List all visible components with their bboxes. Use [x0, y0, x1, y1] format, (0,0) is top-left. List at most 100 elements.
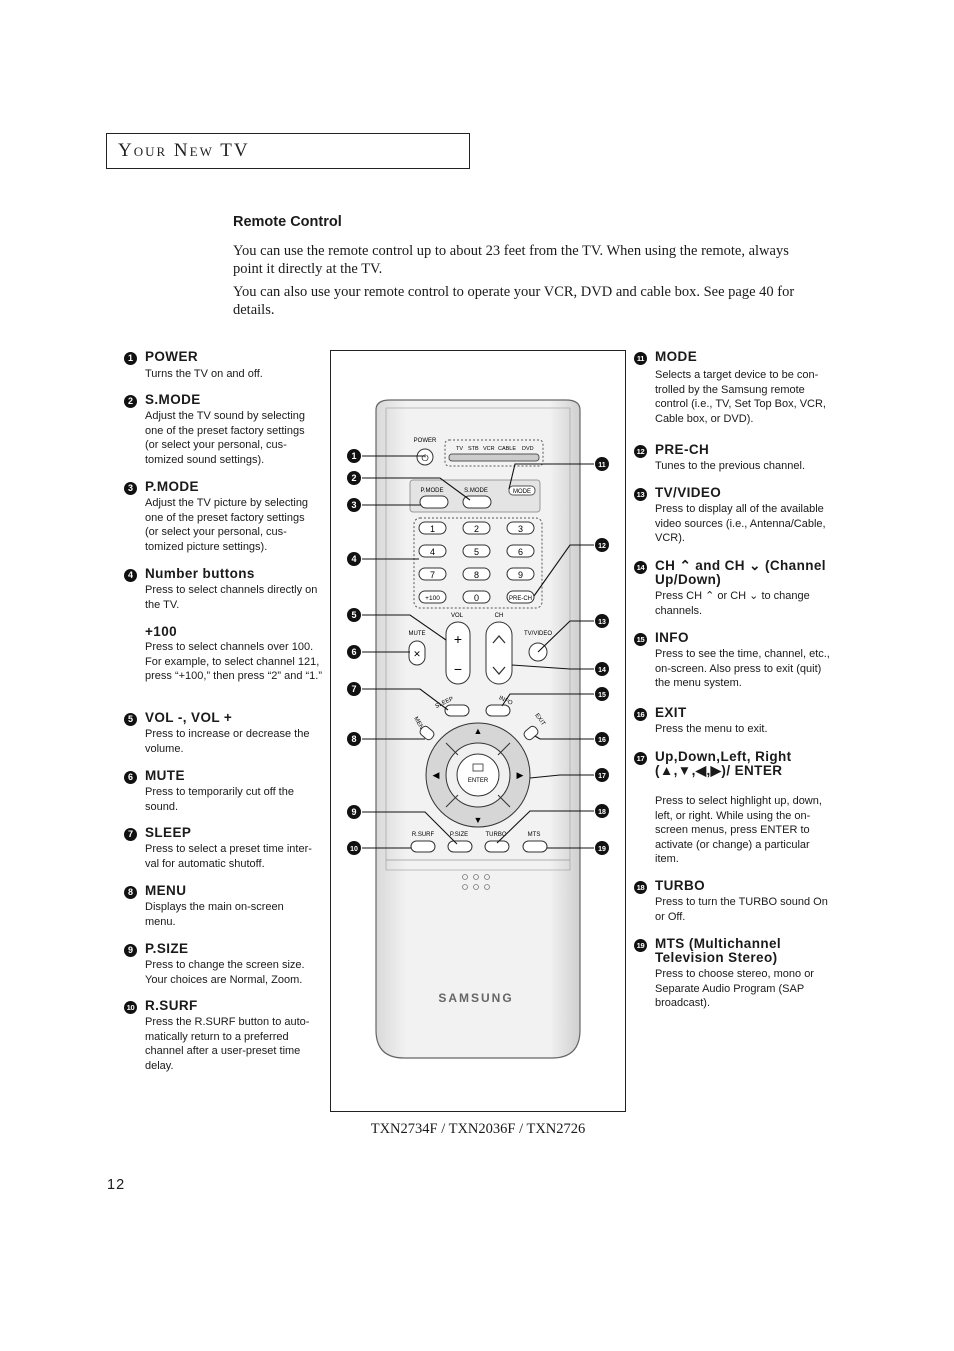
- key-2-label: 2: [474, 524, 479, 534]
- callout-18: 18: [598, 809, 606, 816]
- menu-button[interactable]: [418, 725, 435, 742]
- key-1-button[interactable]: [418, 521, 447, 535]
- callout-2: 2: [351, 473, 356, 483]
- exit-button[interactable]: [522, 725, 539, 742]
- key-8-label: 8: [474, 570, 479, 580]
- intro-paragraph-2: You can also use your remote control to …: [233, 284, 795, 318]
- item-description: Press to see the time, channel, etc., on…: [655, 648, 830, 689]
- plus100-title: +100: [145, 624, 178, 639]
- key-4-label: 4: [430, 547, 435, 557]
- callout-13: 13: [598, 619, 606, 626]
- page-heading: Remote Control: [233, 214, 342, 230]
- key-7-button[interactable]: [418, 567, 447, 581]
- callout-number: 13: [634, 488, 647, 501]
- key-0-button[interactable]: [462, 590, 491, 604]
- pmode-label: P.MODE: [421, 488, 444, 494]
- remote-control-illustration: ⏻ POWER TV STB VCR CABLE DVD P.MODE S.MO…: [347, 399, 609, 1059]
- item-title: Number buttons: [145, 566, 255, 581]
- vol-up-icon: +: [454, 631, 462, 647]
- mode-dvd-label: DVD: [522, 446, 534, 452]
- callout-number: 11: [634, 352, 647, 365]
- mode-button[interactable]: [508, 485, 536, 496]
- item-description: Adjust the TV picture by selecting one o…: [145, 497, 309, 553]
- callout-number: 9: [124, 944, 137, 957]
- key-9-label: 9: [518, 570, 523, 580]
- vol-label: VOL: [451, 613, 464, 619]
- plus100-button[interactable]: [418, 590, 447, 604]
- callout-number: 2: [124, 395, 137, 408]
- mode-indicator-bar: [448, 453, 540, 462]
- item-title: P.SIZE: [145, 941, 189, 956]
- key-1-label: 1: [430, 524, 435, 534]
- key-9-button[interactable]: [506, 567, 535, 581]
- item-description: Displays the main on-screen menu.: [145, 901, 284, 928]
- ch-label: CH: [495, 613, 504, 619]
- callout-1: 1: [351, 451, 356, 461]
- key-5-label: 5: [474, 547, 479, 557]
- callout-number: 1: [124, 352, 137, 365]
- turbo-button[interactable]: [484, 840, 510, 853]
- channel-rocker[interactable]: [485, 621, 513, 685]
- item-title: R.SURF: [145, 998, 198, 1013]
- mode-tv-label: TV: [456, 446, 463, 452]
- key-2-button[interactable]: [462, 521, 491, 535]
- item-title: POWER: [145, 349, 199, 364]
- pmode-button[interactable]: [419, 495, 449, 509]
- key-6-label: 6: [518, 547, 523, 557]
- item-description: Turns the TV on and off.: [145, 368, 263, 380]
- key-8-button[interactable]: [462, 567, 491, 581]
- info-button[interactable]: [485, 704, 511, 717]
- mode-vcr-label: VCR: [483, 446, 495, 452]
- enter-button[interactable]: [456, 753, 500, 797]
- key-0-label: 0: [474, 593, 479, 603]
- item-description: Press the menu to exit.: [655, 723, 768, 735]
- rsurf-button[interactable]: [410, 840, 436, 853]
- key-3-button[interactable]: [506, 521, 535, 535]
- power-icon: ⏻: [421, 453, 428, 463]
- smode-label: S.MODE: [464, 488, 488, 494]
- mts-button[interactable]: [522, 840, 548, 853]
- callout-5: 5: [351, 610, 356, 620]
- item-title: MODE: [655, 349, 698, 364]
- callout-number: 8: [124, 886, 137, 899]
- volume-rocker[interactable]: [445, 621, 471, 685]
- callout-number: 14: [634, 561, 647, 574]
- key-5-button[interactable]: [462, 544, 491, 558]
- psize-button[interactable]: [447, 840, 473, 853]
- callout-12: 12: [598, 543, 606, 550]
- prech-button[interactable]: [506, 590, 535, 604]
- samsung-logo: SAMSUNG: [438, 991, 513, 1005]
- mts-label: MTS: [528, 832, 541, 838]
- arrow-left-icon: ◀: [433, 770, 440, 780]
- smode-button[interactable]: [462, 495, 492, 509]
- vol-down-icon: −: [454, 661, 462, 677]
- callout-10: 10: [350, 846, 358, 853]
- item-title: MTS (Multichannel Television Stereo): [655, 936, 782, 965]
- callout-8: 8: [351, 734, 356, 744]
- sleep-button[interactable]: [444, 704, 470, 717]
- item-description: Selects a target device to be con- troll…: [655, 369, 826, 425]
- callout-7: 7: [351, 684, 356, 694]
- item-description: Press to select channels directly on the…: [145, 584, 318, 611]
- callout-3: 3: [351, 500, 356, 510]
- ch-down-icon: [492, 666, 506, 675]
- item-title: S.MODE: [145, 392, 201, 407]
- item-description: Press to select highlight up, down, left…: [655, 795, 822, 865]
- item-title: CH ⌃ and CH ⌄ (Channel Up/Down): [655, 558, 826, 587]
- mode-cable-label: CABLE: [498, 446, 516, 452]
- key-4-button[interactable]: [418, 544, 447, 558]
- page-number: 12: [107, 1177, 126, 1193]
- key-6-button[interactable]: [506, 544, 535, 558]
- callout-14: 14: [598, 667, 606, 674]
- callout-4: 4: [351, 554, 356, 564]
- power-label: POWER: [414, 438, 437, 444]
- item-description: Press to select a preset time inter- val…: [145, 843, 312, 870]
- callout-number: 10: [124, 1001, 137, 1014]
- mute-button[interactable]: [408, 640, 426, 666]
- plus100-label: +100: [425, 595, 440, 602]
- rsurf-label: R.SURF: [412, 832, 435, 838]
- power-button[interactable]: [416, 448, 434, 466]
- prech-label: PRE-CH: [509, 596, 532, 602]
- callout-6: 6: [351, 647, 356, 657]
- psize-label: P.SIZE: [450, 832, 468, 838]
